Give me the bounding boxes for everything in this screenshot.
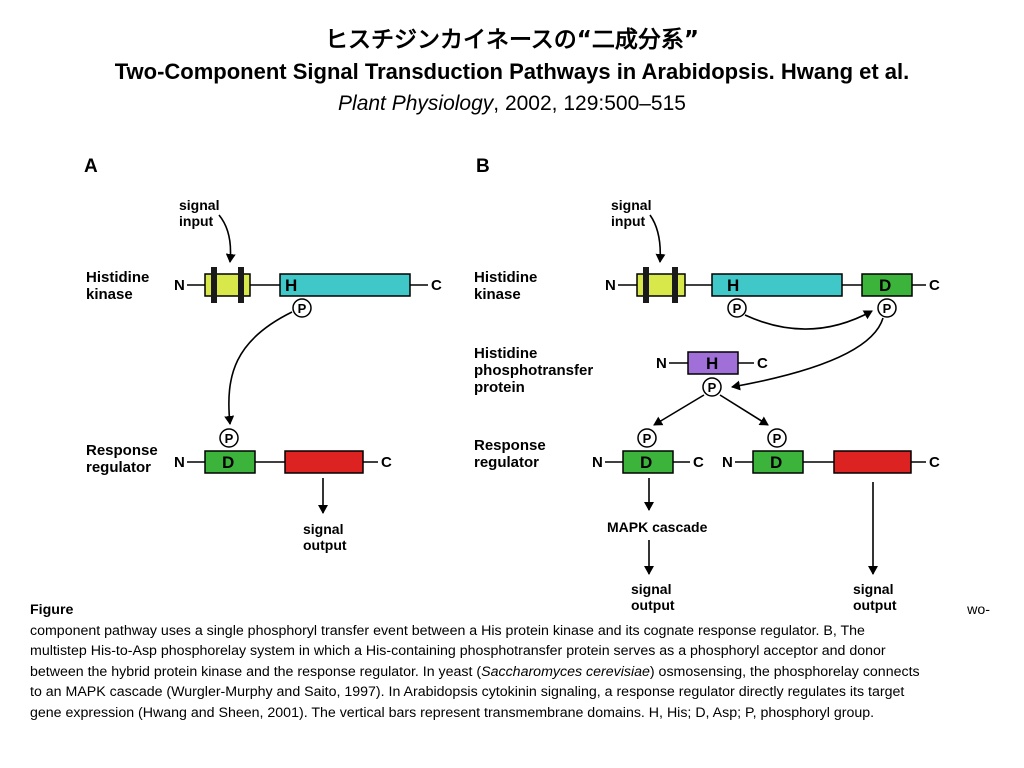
- c-terminal-label: C: [381, 454, 392, 471]
- caption-fragment: wo-: [967, 602, 990, 618]
- caption-line: multistep His-to-Asp phosphorelay system…: [30, 643, 886, 659]
- panel-a-label: A: [84, 156, 98, 177]
- signal-output-label-b-left: signal output: [631, 581, 675, 613]
- hpt-to-rr-arrow-right: [719, 394, 769, 426]
- asp-domain-label: D: [879, 276, 891, 295]
- response-regulator-label-a: Response regulator: [86, 442, 162, 476]
- n-terminal-label: N: [174, 277, 185, 294]
- his-domain-label: H: [727, 276, 739, 295]
- phosphoryl-label: P: [883, 301, 892, 316]
- citation: Plant Physiology, 2002, 129:500–515: [0, 88, 1024, 120]
- figure-label: Figure: [30, 602, 74, 618]
- his-domain-label: H: [706, 354, 718, 373]
- his-kinase-domain-a: [279, 273, 411, 297]
- n-terminal-label: N: [656, 355, 667, 372]
- phosphoryl-label: P: [773, 431, 782, 446]
- response-regulator-label-b: Response regulator: [474, 437, 550, 471]
- asp-domain-label: D: [222, 453, 234, 472]
- phosphoryl-label: P: [643, 431, 652, 446]
- signal-input-arrow-b: [649, 214, 666, 263]
- histidine-kinase-label-b: Histidine kinase: [474, 269, 542, 303]
- species-name: Saccharomyces cerevisiae: [481, 663, 650, 680]
- asp-domain-label: D: [770, 453, 782, 472]
- phosphotransfer-arrow-a: [224, 311, 293, 425]
- phosphoryl-label: P: [225, 431, 234, 446]
- his-to-asp-arrow: [744, 310, 873, 330]
- c-terminal-label: C: [757, 355, 768, 372]
- caption-line: gene expression (Hwang and Sheen, 2001).…: [30, 704, 875, 721]
- his-domain-label: H: [285, 276, 297, 295]
- histidine-kinase-label-a: Histidine kinase: [86, 269, 154, 303]
- transmembrane-bar: [672, 267, 678, 303]
- caption-line: component pathway uses a single phosphor…: [30, 622, 865, 639]
- phosphotransfer-protein-label: Histidine phosphotransfer protein: [474, 345, 597, 396]
- c-terminal-label: C: [431, 277, 442, 294]
- n-terminal-label: N: [592, 454, 603, 471]
- caption-line: to an MAPK cascade (Wurgler-Murphy and S…: [30, 684, 905, 700]
- phosphoryl-label: P: [298, 301, 307, 316]
- n-terminal-label: N: [722, 454, 733, 471]
- signal-input-label-b: signal input: [611, 197, 655, 229]
- hpt-to-rr-arrow-left: [653, 394, 705, 426]
- asp-domain-label: D: [640, 453, 652, 472]
- c-terminal-label: C: [929, 277, 940, 294]
- phosphoryl-marker: [219, 428, 239, 448]
- asp-to-hpt-arrow: [731, 317, 884, 391]
- signal-output-label-b-right: signal output: [853, 581, 897, 613]
- output-domain-a: [284, 450, 364, 474]
- phosphoryl-marker: [637, 428, 657, 448]
- signal-input-label-a: signal input: [179, 197, 223, 229]
- phosphoryl-marker: [727, 298, 747, 318]
- c-terminal-label: C: [693, 454, 704, 471]
- phosphoryl-marker: [877, 298, 897, 318]
- signal-input-arrow-a: [218, 214, 236, 263]
- transmembrane-bar: [238, 267, 244, 303]
- phosphoryl-marker: [292, 298, 312, 318]
- title-english: Two-Component Signal Transduction Pathwa…: [114, 59, 910, 84]
- title-japanese: ヒスチジンカイネースの“二成分系”: [324, 27, 700, 53]
- caption-line: between the hybrid protein kinase and th…: [30, 663, 920, 680]
- signal-output-label-a: signal output: [303, 521, 347, 553]
- phosphoryl-marker: [702, 377, 722, 397]
- n-terminal-label: N: [174, 454, 185, 471]
- mapk-cascade-label: MAPK cascade: [607, 519, 708, 535]
- caption-line: Figure wo-: [30, 600, 990, 621]
- journal-name: Plant Physiology: [338, 92, 494, 115]
- phosphoryl-marker: [767, 428, 787, 448]
- transmembrane-bar: [643, 267, 649, 303]
- c-terminal-label: C: [929, 454, 940, 471]
- panel-b-label: B: [476, 156, 490, 177]
- phosphoryl-label: P: [708, 380, 717, 395]
- phosphoryl-label: P: [733, 301, 742, 316]
- n-terminal-label: N: [605, 277, 616, 294]
- figure-caption: Figure wo- component pathway uses a singl…: [30, 600, 990, 723]
- transmembrane-bar: [211, 267, 217, 303]
- header: ヒスチジンカイネースの“二成分系” Two-Component Signal T…: [0, 24, 1024, 120]
- citation-details: , 2002, 129:500–515: [493, 92, 686, 115]
- output-domain-b: [833, 450, 912, 474]
